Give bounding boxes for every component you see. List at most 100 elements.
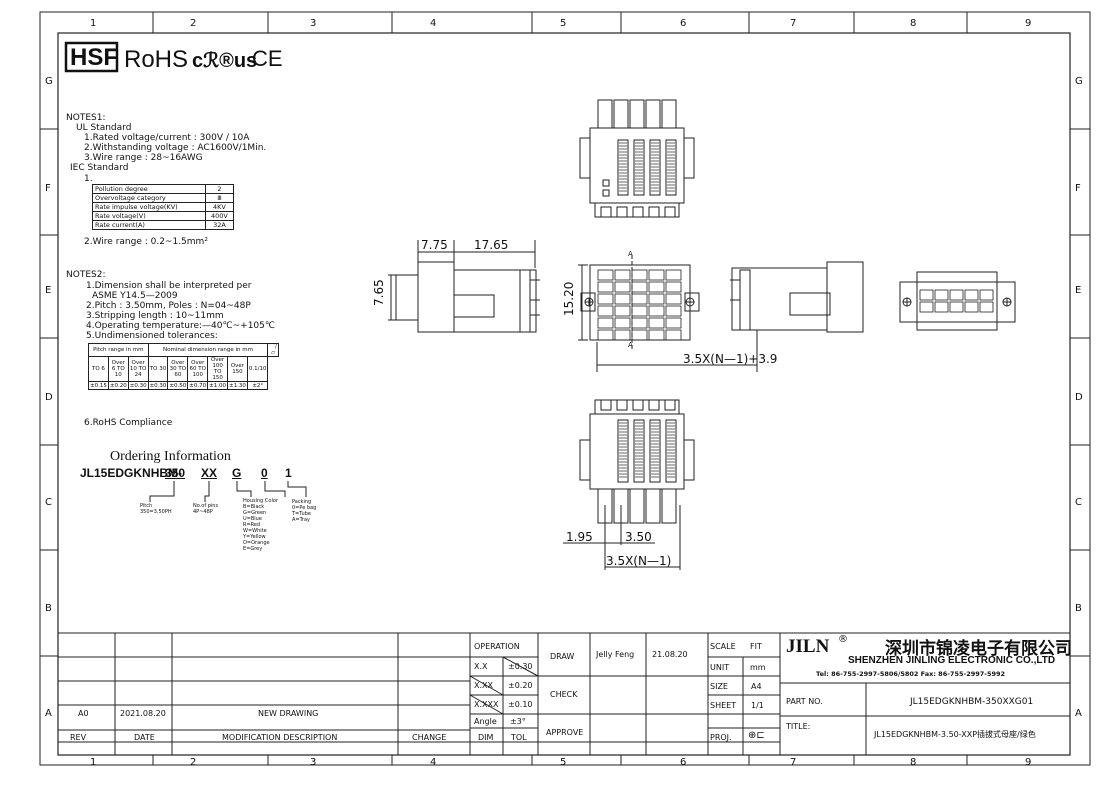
tol-range: Over 10 TO 24 — [127, 356, 149, 382]
dim-195: 1.95 — [566, 530, 593, 544]
rev-value: A0 — [78, 709, 89, 718]
row-label-left: A — [45, 708, 52, 719]
ce-logo: CE — [252, 46, 283, 71]
dim-350: 3.50 — [625, 530, 652, 544]
dim-765: 7.65 — [372, 279, 386, 306]
column-label-bottom: 6 — [680, 757, 687, 768]
order-code-pins: XX — [201, 466, 218, 480]
tol-value: ±0.50 — [167, 381, 189, 390]
size-label: SIZE — [710, 682, 728, 691]
notes1-title: NOTES1: — [66, 113, 106, 123]
column-label-bottom: 3 — [310, 757, 317, 768]
company-contact: Tel: 86-755-2997-5806/5802 Fax: 86-755-2… — [816, 670, 1006, 678]
tol-angle-label: Angle — [474, 717, 497, 726]
column-label-top: 1 — [90, 18, 97, 29]
ul-item-2: 2.Withstanding voltage : AC1600V/1Min. — [84, 143, 267, 153]
header-date: DATE — [134, 733, 155, 742]
ul-logo: cℛ®us — [192, 50, 258, 72]
dim-pitch-formula: 3.5X(N—1)+3.9 — [683, 352, 778, 366]
tol-symbol: ⌒/▱ — [267, 343, 279, 357]
scale-label: SCALE — [710, 642, 736, 651]
iec-heading: IEC Standard — [70, 163, 129, 173]
tol-value: ±1.00 — [207, 381, 229, 390]
draw-date: 21.08.20 — [652, 650, 688, 659]
sheet-value: 1/1 — [751, 701, 764, 710]
iec-cell: Overvoltage category — [92, 193, 206, 203]
iec-cell: Ⅲ — [204, 193, 235, 203]
iec-cell: Pollution degree — [92, 184, 206, 194]
tol-header-nominal: Nominal dimension range in mm — [147, 343, 269, 357]
column-label-top: 5 — [560, 18, 567, 29]
scale-value: FIT — [750, 642, 762, 651]
row-label-left: E — [45, 285, 52, 296]
hsf-logo-box — [64, 41, 119, 73]
tol-range: Over 6 TO 10 — [107, 356, 129, 382]
rev-date: 2021.08.20 — [120, 709, 166, 718]
tol-range: TO 30 — [147, 356, 169, 382]
notes2-item-2: ASME Y14.5—2009 — [92, 291, 178, 301]
row-label-right: F — [1075, 183, 1081, 194]
header-tol: TOL — [511, 733, 527, 742]
iec-cell: 32A — [204, 220, 235, 230]
header-dim: DIM — [478, 733, 494, 742]
row-label-left: C — [45, 497, 52, 508]
dim-pitch-n: 3.5X(N—1) — [606, 554, 672, 568]
right-side-view — [730, 261, 864, 333]
tol-range: Over 60 TO 100 — [187, 356, 209, 382]
header-change: CHANGE — [412, 733, 447, 742]
tol-header-pitch: Pitch range in mm — [88, 343, 149, 357]
tol-xxx-label: X.XX — [474, 681, 493, 690]
row-label-right: D — [1075, 392, 1083, 403]
column-label-top: 3 — [310, 18, 317, 29]
tol-xxx-value: ±0.20 — [508, 681, 533, 690]
bottom-view — [563, 399, 695, 570]
tol-value: ±0.30 — [127, 381, 149, 390]
registered-icon: ® — [838, 634, 848, 645]
iec-cell: 4KV — [204, 202, 235, 212]
column-label-bottom: 2 — [190, 757, 197, 768]
dim-1520: 15.20 — [562, 281, 576, 316]
rohs-logo: RoHS — [124, 46, 189, 73]
ul-item-3: 3.Wire range : 28~16AWG — [84, 153, 203, 163]
column-label-top: 6 — [680, 18, 687, 29]
tol-value: ±2° — [246, 381, 269, 390]
row-label-right: A — [1075, 708, 1082, 719]
part-number: JL15EDGKNHBM-350XXG01 — [910, 697, 1034, 707]
iec-cell: Rate voltage(V) — [92, 211, 206, 221]
operation-label: OPERATION — [474, 642, 520, 651]
row-label-right: E — [1075, 285, 1082, 296]
tol-side: 0.1/10 — [246, 356, 269, 382]
tol-value: ±0.20 — [107, 381, 129, 390]
size-value: A4 — [751, 682, 762, 691]
row-label-right: G — [1075, 76, 1083, 87]
rohs-compliance: 6.RoHS Compliance — [84, 418, 173, 428]
notes2-item-3: 2.Pitch : 3.50mm, Poles : N=04~48P — [86, 301, 251, 311]
tol-xx-value: ±0.30 — [508, 662, 533, 671]
tol-range: Over 100 TO 150 — [207, 356, 229, 382]
projection-symbol-icon: ⊕⊏ — [748, 730, 765, 741]
hsf-logo-text: HSF — [70, 44, 118, 71]
row-label-right: B — [1075, 603, 1082, 614]
column-label-bottom: 8 — [910, 757, 917, 768]
unit-value: mm — [750, 663, 766, 672]
tol-value: ±0.15 — [88, 381, 109, 390]
tolerance-table: Pitch range in mm Nominal dimension rang… — [88, 343, 279, 390]
dim-775: 7.75 — [421, 238, 448, 252]
tol-value: ±1.30 — [227, 381, 248, 390]
column-label-top: 8 — [910, 18, 917, 29]
left-side-view — [388, 240, 540, 333]
approve-label: APPROVE — [546, 728, 584, 737]
drawing-title: JL15EDGKNHBM-3.50-XXP插拔式母座/绿色 — [874, 730, 1036, 739]
tol-xxxx-label: X.XXX — [474, 700, 499, 709]
row-label-left: G — [45, 76, 53, 87]
order-code-prefix: JL15EDGKNHBM- — [80, 466, 183, 480]
column-label-top: 2 — [190, 18, 197, 29]
column-label-bottom: 1 — [90, 757, 97, 768]
section-a-bottom: A — [628, 341, 633, 349]
section-a-top: A — [628, 250, 633, 258]
